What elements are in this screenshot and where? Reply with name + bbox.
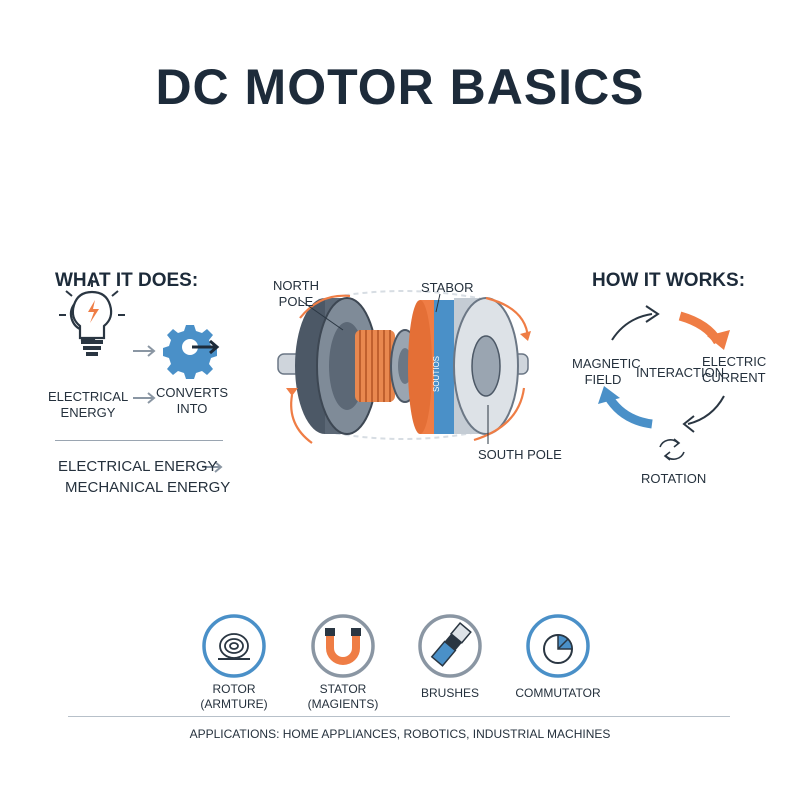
- stator-band: [408, 300, 454, 434]
- divider: [68, 716, 730, 717]
- stator-label: STABOR: [421, 280, 474, 295]
- arrowhead-icon: [682, 415, 695, 433]
- arrowhead-icon: [707, 330, 730, 350]
- summary-line2: MECHANICAL ENERGY: [65, 479, 231, 496]
- gear-icon: [163, 325, 220, 379]
- coil-icon: [202, 614, 266, 678]
- electric-current-label: ELECTRIC CURRENT: [702, 354, 767, 385]
- applications-text: APPLICATIONS: HOME APPLIANCES, ROBOTICS,…: [189, 727, 611, 741]
- commutator-icon: [526, 614, 590, 678]
- component-label-line2: (MAGIENTS): [307, 697, 379, 711]
- output-label: CONVERTS INTO: [156, 385, 228, 416]
- north-pole-label: NORTH POLE: [273, 278, 319, 309]
- arrowhead-icon: [645, 305, 660, 323]
- magnetic-field-label: MAGNETIC FIELD: [572, 356, 641, 387]
- component-stator-label: STATOR (MAGIENTS): [293, 682, 393, 712]
- component-label-line2: (ARMTURE): [200, 697, 268, 711]
- component-rotor-label: ROTOR (ARMTURE): [184, 682, 284, 712]
- leader-line: [299, 299, 344, 331]
- interaction-label: INTERACTION: [636, 365, 725, 380]
- what-it-does-heading: WHAT IT DOES:: [55, 270, 199, 291]
- leader-line: [435, 293, 441, 313]
- arrowhead-icon: [598, 386, 620, 404]
- magnet-icon: [311, 614, 375, 678]
- lightbulb-icon: [59, 280, 125, 356]
- arrowhead-icon: [286, 388, 298, 396]
- page-title: DC MOTOR BASICS: [155, 59, 645, 115]
- how-it-works-heading: HOW IT WORKS:: [592, 270, 746, 291]
- arrow-icon: [133, 345, 156, 357]
- component-label-line1: ROTOR: [212, 682, 256, 696]
- cycle-arrow: [687, 395, 725, 425]
- south-pole-label: SOUTH POLE: [478, 447, 562, 462]
- rotor-coil: [355, 330, 395, 402]
- input-label: ELECTRICAL ENERGY: [48, 389, 129, 420]
- south-pole-magnet: [453, 297, 519, 435]
- brush-icon: [418, 614, 482, 678]
- rotation-label: ROTATION: [641, 471, 707, 486]
- arrowhead-icon: [520, 331, 531, 341]
- component-label-line1: STATOR: [319, 682, 367, 696]
- summary-line1: ELECTRICAL ENERGY: [58, 458, 218, 475]
- cycle-arrow: [611, 313, 653, 341]
- component-commutator-label: COMMUTATOR: [515, 686, 601, 700]
- rotation-icon: [659, 438, 685, 461]
- divider: [55, 440, 223, 441]
- arrow-icon: [202, 461, 223, 473]
- component-brushes-label: BRUSHES: [420, 686, 479, 700]
- arrow-icon: [133, 392, 156, 404]
